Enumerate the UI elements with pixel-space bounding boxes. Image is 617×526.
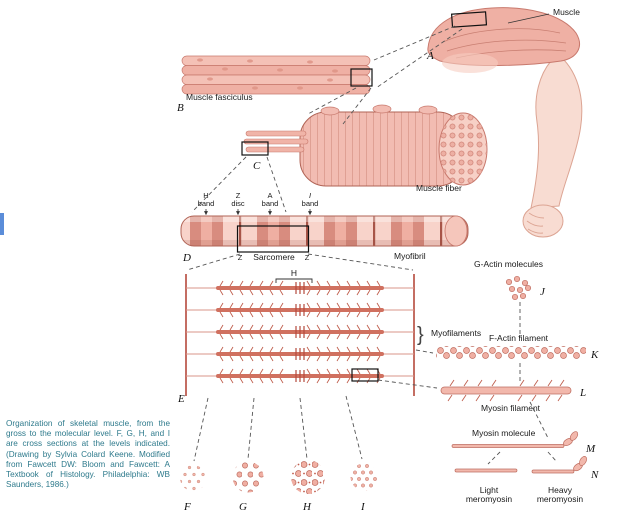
- level-letter-n: N: [590, 469, 599, 481]
- g-actin-cluster: [505, 275, 532, 301]
- level-letter-a: A: [426, 50, 434, 62]
- connector-a-b-2: [375, 28, 463, 89]
- connector-d-e-2: [307, 253, 414, 271]
- muscle-fiber-label: Muscle fiber: [416, 183, 462, 193]
- i-band-label-bottom: band: [302, 199, 319, 208]
- connector-c-d-1: [191, 156, 247, 213]
- myofibril-label: Myofibril: [394, 251, 426, 261]
- h-band-label-top: H: [203, 191, 208, 200]
- f-actin-strand: [436, 346, 586, 359]
- level-letter-k: K: [590, 349, 599, 361]
- level-letter-f: F: [183, 501, 191, 513]
- myofibril-end-cap: [444, 215, 468, 247]
- upper-arm-muscle: [427, 7, 580, 66]
- arm-illustration: [427, 7, 583, 238]
- myosin-molecule-label: Myosin molecule: [472, 428, 536, 438]
- h-zone-bracket: [275, 278, 313, 283]
- connector-e-i: [345, 395, 363, 460]
- dashed-connectors: [186, 25, 557, 465]
- myofilaments-brace: }: [417, 324, 424, 346]
- muscle-fasciculus-label: Muscle fasciculus: [186, 92, 253, 102]
- connector-m-n-1: [487, 451, 501, 465]
- level-letter-j: J: [540, 286, 546, 298]
- light-meromyosin-label-1: Light: [480, 485, 499, 495]
- myofibril-illustration: [180, 215, 469, 253]
- light-meromyosin-rod: [454, 468, 518, 473]
- finger-lines: [526, 212, 545, 234]
- connector-e-l: [377, 379, 438, 389]
- level-letter-m: M: [585, 443, 596, 455]
- sarcomere-z-right: Z: [305, 253, 310, 262]
- myosin-filament-label: Myosin filament: [481, 403, 541, 413]
- muscle-fiber-illustration: [241, 104, 488, 187]
- zoom-box-fiber: [241, 141, 269, 156]
- connector-e-g: [247, 397, 255, 460]
- connector-e-k: [415, 349, 434, 354]
- sarcomere-box: [236, 225, 310, 253]
- sarcomere-z-left: Z: [238, 253, 243, 262]
- a-band-label-top: A: [267, 191, 272, 200]
- f-actin-label: F-Actin filament: [489, 333, 549, 343]
- labels: Muscle Muscle fasciculus Muscle fiber My…: [186, 7, 583, 504]
- fibril: [245, 130, 307, 137]
- heavy-meromyosin-label-2: meromyosin: [537, 494, 584, 504]
- level-letters: A B C D E F G H I J K L M N: [177, 50, 599, 513]
- connector-c-d-2: [266, 156, 287, 213]
- h-zone-label: H: [291, 268, 297, 278]
- fasciculus-nuclei: [197, 58, 338, 90]
- connector-d-e-1: [186, 253, 241, 271]
- heavy-meromyosin-rod: [531, 469, 575, 474]
- level-letter-g: G: [239, 501, 247, 513]
- level-letter-d: D: [182, 252, 191, 264]
- g-actin-label: G-Actin molecules: [474, 259, 543, 269]
- connector-e-h: [299, 397, 308, 460]
- h-band-label-bottom: band: [198, 199, 215, 208]
- forearm: [530, 55, 583, 209]
- fiber-nucleus-bump: [320, 106, 340, 116]
- heavy-meromyosin-label-1: Heavy: [548, 485, 573, 495]
- level-letter-h: H: [302, 501, 312, 513]
- myofilaments-label: Myofilaments: [431, 328, 481, 338]
- connector-b-c-2: [342, 87, 372, 125]
- level-letter-l: L: [579, 387, 586, 399]
- level-letter-b: B: [177, 102, 184, 114]
- figure-caption: Organization of skeletal muscle, from th…: [6, 419, 170, 490]
- connector-a-b-1: [373, 25, 456, 61]
- molecular-level: [436, 275, 587, 474]
- connector-b-c-1: [307, 87, 357, 115]
- fiber-nucleus-bump: [372, 104, 392, 114]
- muscle-fasciculus-illustration: [181, 55, 373, 95]
- zoom-box-fasciculus: [350, 68, 373, 87]
- zoom-box-myofilament: [351, 368, 379, 382]
- band-arrows: [204, 209, 312, 216]
- fiber-nucleus-bump: [418, 105, 438, 115]
- muscle-highlight: [442, 53, 498, 73]
- sarcomere-label: Sarcomere: [253, 252, 295, 262]
- connector-m-n-2: [547, 451, 557, 462]
- light-meromyosin-label-2: meromyosin: [466, 494, 513, 504]
- zoom-box-muscle: [450, 11, 488, 28]
- connector-e-f: [193, 397, 209, 462]
- z-disc-label-bottom: disc: [231, 199, 245, 208]
- myosin-filament-drawing: [440, 379, 572, 402]
- a-band-label-bottom: band: [262, 199, 279, 208]
- page-margin-marker: [0, 213, 4, 235]
- i-band-label-top: I: [309, 191, 311, 200]
- fist: [522, 204, 564, 238]
- muscle-label: Muscle: [553, 7, 580, 17]
- muscle-pointer-line: [507, 13, 550, 24]
- myofilaments-illustration: [185, 274, 415, 396]
- meromyosin-drawing: [454, 456, 587, 474]
- level-letter-e: E: [177, 393, 185, 405]
- level-letter-c: C: [253, 160, 261, 172]
- z-disc-label-top: Z: [236, 191, 241, 200]
- cross-sections: [180, 460, 378, 494]
- level-letter-i: I: [360, 501, 366, 513]
- myosin-molecule-drawing: [451, 431, 579, 448]
- fibril: [245, 146, 305, 153]
